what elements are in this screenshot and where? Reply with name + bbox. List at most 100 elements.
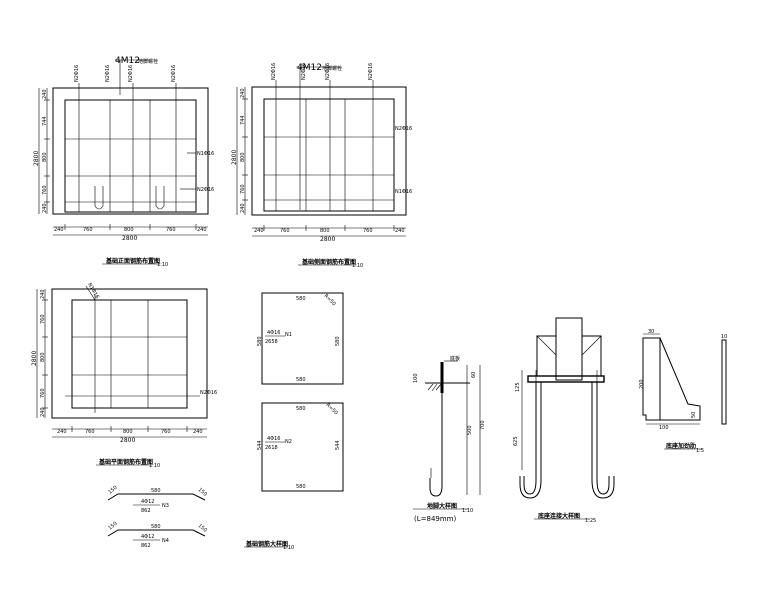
n2-label-name: N2	[285, 439, 292, 445]
front-anchor-note: 地脚螺栓	[138, 58, 158, 65]
front-elevation-scale: 1:10	[157, 262, 168, 268]
n1-label-name: N1	[285, 332, 292, 338]
n3-end1-dim: 150	[107, 485, 118, 496]
rib-detail: 30 200 100 50 10 底座加劲肋 1:5	[639, 329, 727, 454]
side-side-label-2: N1Φ16	[395, 189, 412, 195]
front-elevation-title: 基础正面钢筋布置图	[105, 257, 160, 265]
side-bottom-dim-4: 760	[363, 228, 373, 234]
front-anchor-label: 4M12	[115, 56, 140, 66]
n2-bottom-dim: 580	[296, 484, 306, 490]
side-bottom-dim-3: 800	[320, 228, 330, 234]
n4-end1-dim: 150	[107, 521, 118, 532]
n2-top-dim: 580	[296, 406, 306, 412]
base-detail-scale: 1:25	[585, 518, 596, 524]
front-top-label-2: N2Φ16	[105, 65, 111, 82]
n3-label-len: 862	[141, 508, 151, 514]
base-detail: 125 625 底座连接大样图 1:25	[513, 317, 615, 524]
side-top-label-4: N2Φ16	[368, 63, 374, 80]
side-left-dim-2: 744	[240, 115, 246, 125]
front-bottom-dim-2: 760	[83, 227, 93, 233]
rib-detail-title: 底座加劲肋	[666, 442, 696, 450]
anchor-cap-label: 底板	[450, 355, 460, 362]
side-total-width: 2800	[320, 236, 335, 243]
front-top-label-1: N2Φ16	[74, 65, 80, 82]
anchor-detail-title: 地脚大样图	[427, 502, 457, 510]
plan-title: 基础平面钢筋布置图	[98, 458, 153, 466]
n1-left-dim: 580	[257, 336, 263, 346]
front-total-height: 2800	[33, 151, 40, 166]
n3-rebar-shape	[107, 493, 206, 501]
side-left-dim-5: 240	[240, 203, 246, 213]
n1-bottom-dim: 580	[296, 377, 306, 383]
front-top-label-3: N2Φ16	[128, 65, 134, 82]
n4-label-spec: 4Φ12	[141, 534, 154, 540]
side-left-dim-3: 800	[240, 152, 246, 162]
front-left-dim-4: 760	[42, 185, 48, 195]
n4-len-dim: 580	[151, 524, 161, 530]
n1-rebar-shape	[261, 292, 344, 385]
plan-left-dim-5: 240	[40, 407, 46, 417]
n3-len-dim: 580	[151, 488, 161, 494]
side-elevation-title: 基础侧面钢筋布置图	[301, 258, 356, 266]
front-total-width: 2800	[122, 235, 137, 242]
front-left-dim-5: 240	[42, 203, 48, 213]
plan-bottom-dim-5: 240	[193, 429, 203, 435]
n1-top-dim: 580	[296, 296, 306, 302]
side-elevation: 4M12 地脚螺栓 N2Φ16 N2Φ16 N2Φ16 N2Φ16 N2Φ16 …	[231, 63, 412, 269]
base-detail-title: 底座连接大样图	[538, 512, 580, 520]
front-side-label-2: N2Φ16	[197, 187, 214, 193]
plan-view: N1Φ16 N2Φ16 240 760 800 760 240 2800 240…	[31, 282, 217, 469]
front-left-dim-1: 240	[42, 89, 48, 99]
plan-outer-frame	[51, 288, 208, 419]
plan-left-dim-2: 760	[40, 314, 46, 324]
side-bottom-dim-2: 760	[280, 228, 290, 234]
front-inner-frame	[64, 99, 197, 213]
n1-label-len: 2658	[265, 339, 278, 345]
n4-label-name: N4	[162, 538, 169, 544]
front-side-label-1: N1Φ16	[197, 151, 214, 157]
n2-left-dim: 544	[257, 440, 263, 450]
anchor-detail: 底板 100 60 500 700 地脚大样图 1:10 (L=849mm)	[413, 355, 486, 523]
plan-bottom-dim-1: 240	[57, 429, 67, 435]
plan-left-dim-3: 800	[40, 352, 46, 362]
n1-corner-dim: R=50	[323, 293, 337, 307]
rebar-detail-scale: 1:10	[283, 545, 294, 551]
side-anchor-label: 4M12	[297, 63, 322, 73]
side-bottom-dim-1: 240	[254, 228, 264, 234]
plan-side-label: N2Φ16	[200, 390, 217, 396]
front-bottom-dim-1: 240	[54, 227, 64, 233]
n3-end2-dim: 150	[197, 487, 208, 498]
side-inner-frame	[263, 98, 395, 212]
rib-dim-3: 100	[659, 425, 669, 431]
front-left-dim-3: 800	[42, 152, 48, 162]
n2-right-dim: 544	[335, 440, 341, 450]
plan-inner-frame	[71, 299, 188, 409]
plan-scale: 1:10	[149, 463, 160, 469]
n4-end2-dim: 150	[197, 523, 208, 534]
front-bottom-dim-4: 760	[166, 227, 176, 233]
front-bottom-dim-3: 800	[124, 227, 134, 233]
plan-left-dim-4: 760	[40, 388, 46, 398]
rebar-detail: 580 580 580 580 R=50 4Φ16 2658 N1 580 58…	[107, 292, 344, 551]
n1-right-dim: 580	[335, 336, 341, 346]
n4-label-len: 862	[141, 543, 151, 549]
side-total-height: 2800	[231, 150, 238, 165]
plan-bottom-dim-2: 760	[85, 429, 95, 435]
n1-label-spec: 4Φ16	[267, 330, 280, 336]
n2-corner-dim: R=50	[325, 402, 339, 416]
n3-label-spec: 4Φ12	[141, 499, 154, 505]
side-outer-frame	[251, 86, 407, 216]
n2-label-len: 2618	[265, 445, 278, 451]
side-left-dim-4: 760	[240, 184, 246, 194]
side-top-label-2: N2Φ16	[301, 63, 307, 80]
base-plate	[527, 375, 605, 383]
base-dim-2: 625	[513, 436, 519, 446]
anchor-dim-4: 700	[480, 420, 486, 430]
rebar-detail-title: 基础钢筋大样图	[245, 540, 288, 548]
rib-side-view	[721, 339, 727, 425]
plan-bottom-dim-3: 800	[123, 429, 133, 435]
anchor-dim-3: 500	[467, 425, 473, 435]
anchor-dim-1: 100	[413, 373, 419, 383]
base-column	[555, 317, 583, 381]
